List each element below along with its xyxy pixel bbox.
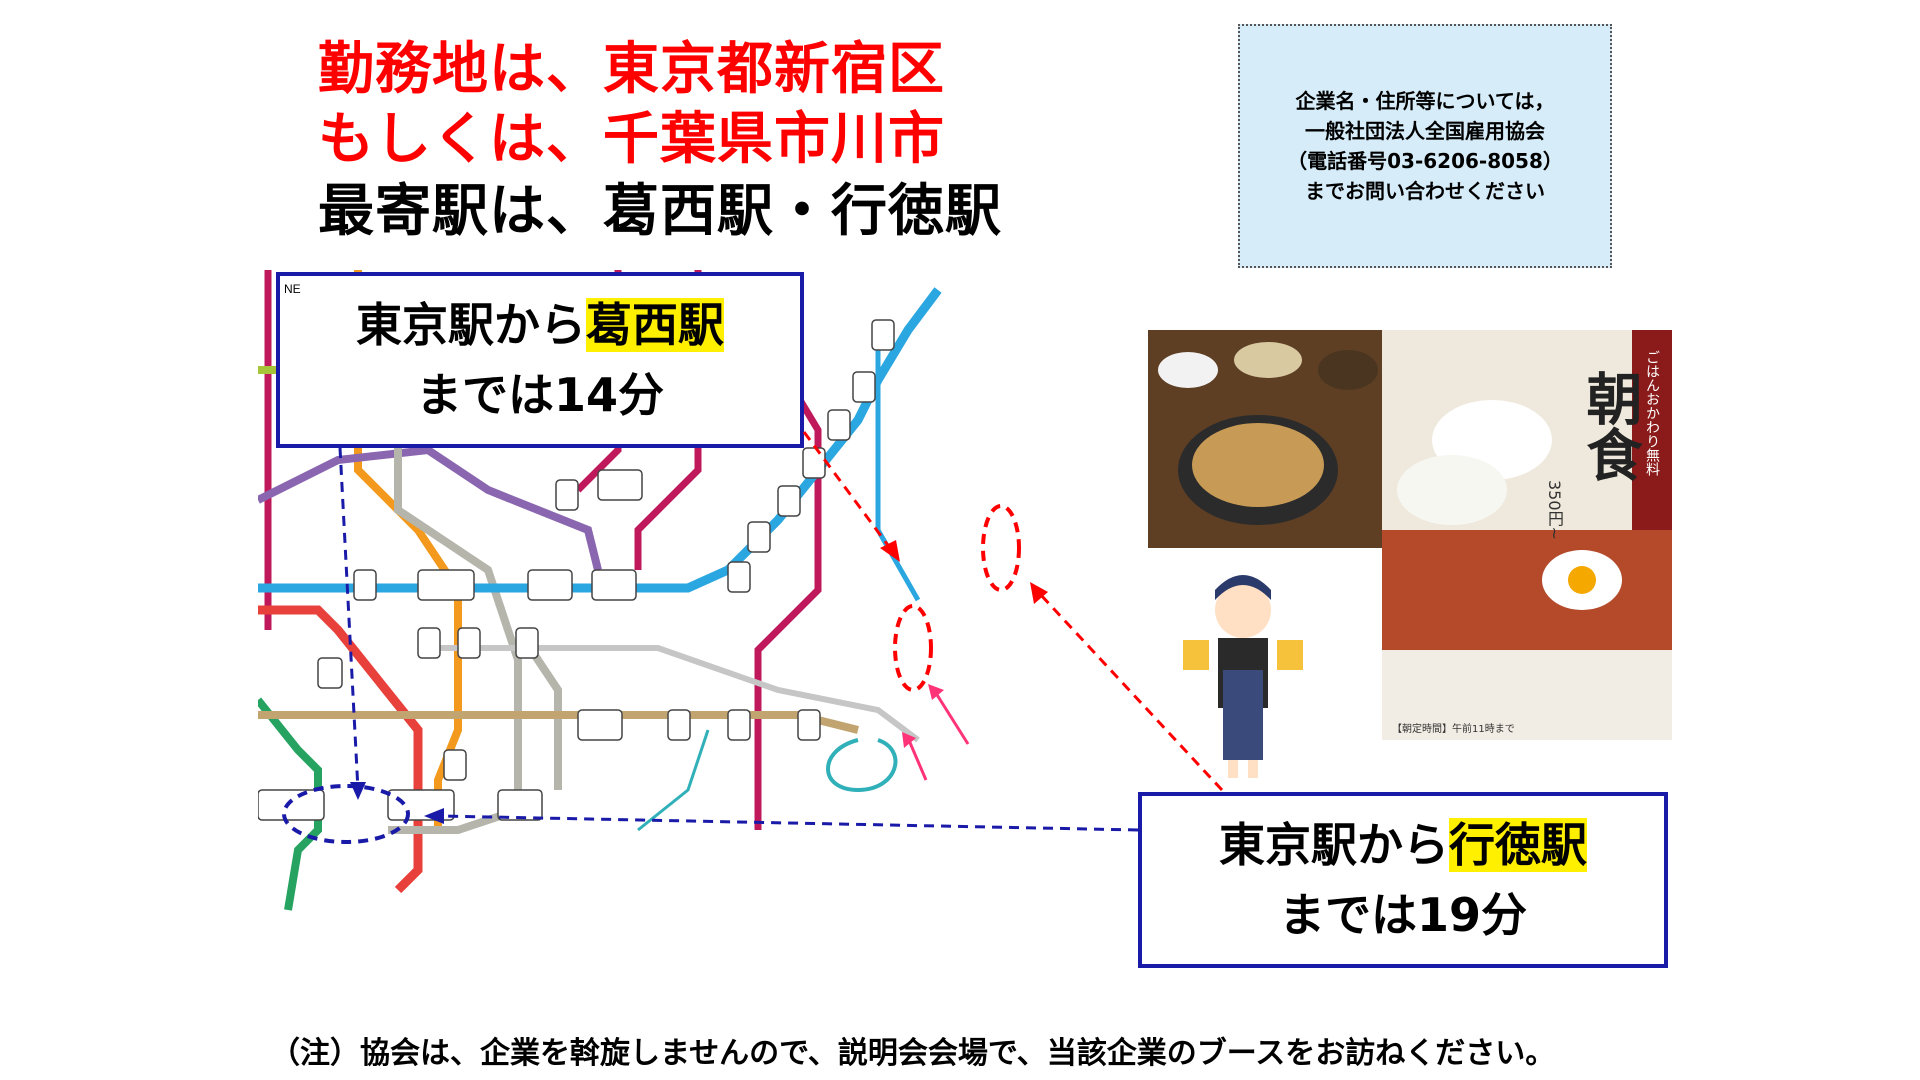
- callout-gyotoku-prefix: 東京駅から: [1219, 818, 1449, 872]
- callout-kasai-line-2: までは14分: [415, 368, 664, 422]
- headline-line-2: もしくは、千葉県市川市: [318, 107, 945, 172]
- callout-kasai-line-1: 東京駅から葛西駅: [356, 290, 724, 360]
- contact-info-box: 企業名・住所等については， 一般社団法人全国雇用協会 （電話番号03-6206-…: [1238, 24, 1612, 268]
- callout-kasai-prefix: 東京駅から: [356, 298, 586, 352]
- poster-price: 350円~: [1545, 480, 1564, 540]
- poster-title: 朝食: [1577, 370, 1643, 482]
- callout-gyotoku-line-1: 東京駅から行徳駅: [1219, 810, 1587, 880]
- headline-line-3: 最寄駅は、葛西駅・行徳駅: [318, 179, 1002, 244]
- contact-line-4: までお問い合わせください: [1305, 179, 1545, 203]
- breakfast-poster: 朝食 ごはんおかわり無料 350円~ 【朝定時間】午前11時まで: [1382, 330, 1672, 740]
- callout-gyotoku-line-2: までは19分: [1278, 888, 1527, 942]
- headline-line-1: 勤務地は、東京都新宿区: [318, 37, 945, 102]
- poster-hours: 【朝定時間】午前11時まで: [1392, 724, 1515, 735]
- breakfast-photo: [1148, 330, 1382, 548]
- waitress-illustration: [1178, 560, 1308, 780]
- contact-line-1: 企業名・住所等については，: [1295, 89, 1555, 113]
- contact-line-2: 一般社団法人全国雇用協会: [1305, 119, 1545, 143]
- callout-kasai-station: 葛西駅: [586, 298, 724, 352]
- map-corner-mark: NE: [284, 282, 301, 296]
- footer-note: （注）協会は、企業を斡旋しませんので、説明会会場で、当該企業のブースをお訪ねくだ…: [270, 1036, 1556, 1071]
- callout-gyotoku-station: 行徳駅: [1449, 818, 1587, 872]
- callout-gyotoku: 東京駅から行徳駅 までは19分: [1138, 792, 1668, 968]
- poster-tagline: ごはんおかわり無料: [1644, 350, 1660, 476]
- contact-line-3: （電話番号03-6206-8058）: [1287, 149, 1563, 173]
- callout-kasai: 東京駅から葛西駅 までは14分: [276, 272, 804, 448]
